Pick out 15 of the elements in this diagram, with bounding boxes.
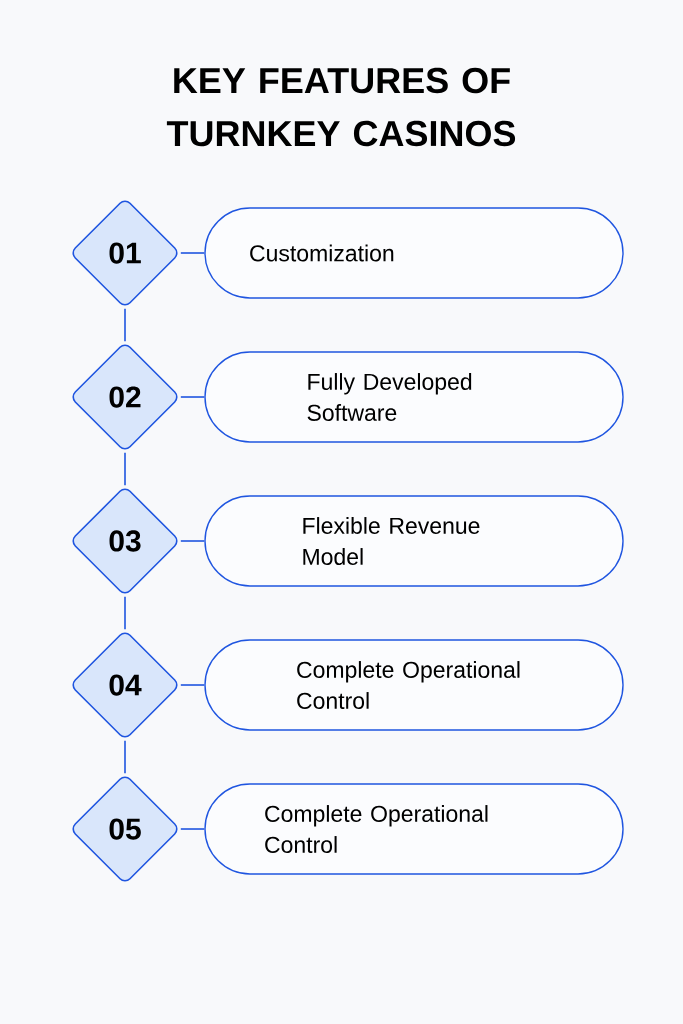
feature-pill: Complete Operational Control	[204, 783, 624, 875]
connector-line	[180, 540, 206, 542]
connector-line	[180, 252, 206, 254]
feature-pill: Flexible Revenue Model	[204, 495, 624, 587]
title: KEY FEATURES OF TURNKEY CASINOS	[166, 67, 516, 147]
feature-pill: Customization	[204, 207, 624, 299]
connector-line	[180, 684, 206, 686]
connector-line	[180, 828, 206, 830]
connector-line	[124, 596, 126, 630]
connector-line	[124, 452, 126, 486]
feature-pill: Complete Operational Control	[204, 639, 624, 731]
connector-line	[124, 308, 126, 342]
connector-line	[180, 396, 206, 398]
feature-pill: Fully Developed Software	[204, 351, 624, 443]
connector-line	[124, 740, 126, 774]
